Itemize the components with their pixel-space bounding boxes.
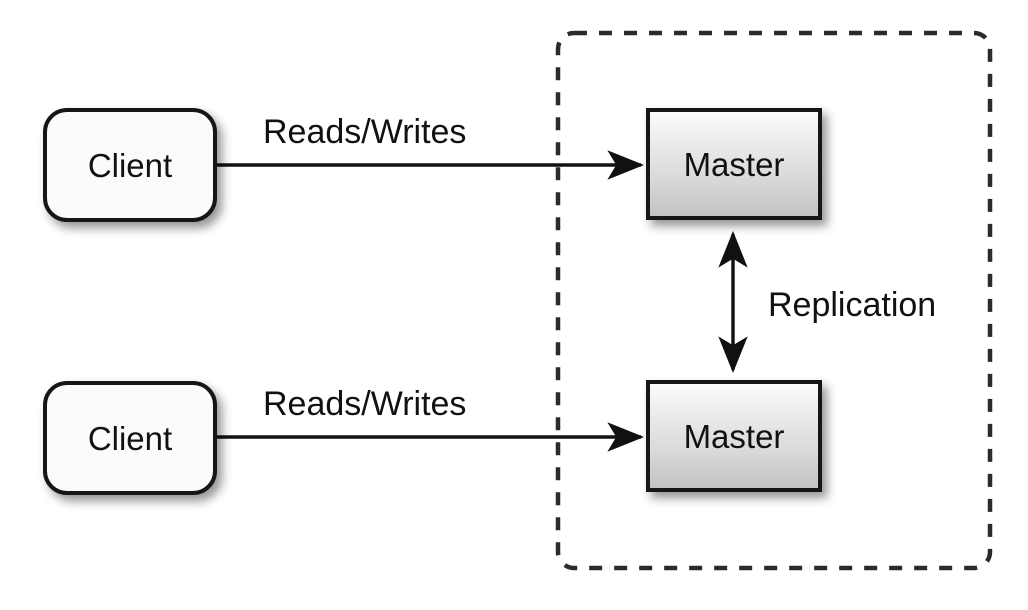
node-client-bottom-label: Client [88, 420, 172, 457]
node-master-top[interactable]: Master [646, 108, 822, 220]
edge-label-reads-writes-top: Reads/Writes [263, 113, 466, 151]
node-master-bottom-label: Master [684, 418, 785, 455]
node-client-top[interactable]: Client [43, 108, 217, 222]
edge-label-reads-writes-bottom: Reads/Writes [263, 385, 466, 423]
node-master-top-label: Master [684, 146, 785, 183]
replication-cluster-boundary [555, 30, 993, 571]
edge-label-replication: Replication [768, 286, 936, 324]
node-client-top-label: Client [88, 147, 172, 184]
node-master-bottom[interactable]: Master [646, 380, 822, 492]
node-client-bottom[interactable]: Client [43, 381, 217, 495]
